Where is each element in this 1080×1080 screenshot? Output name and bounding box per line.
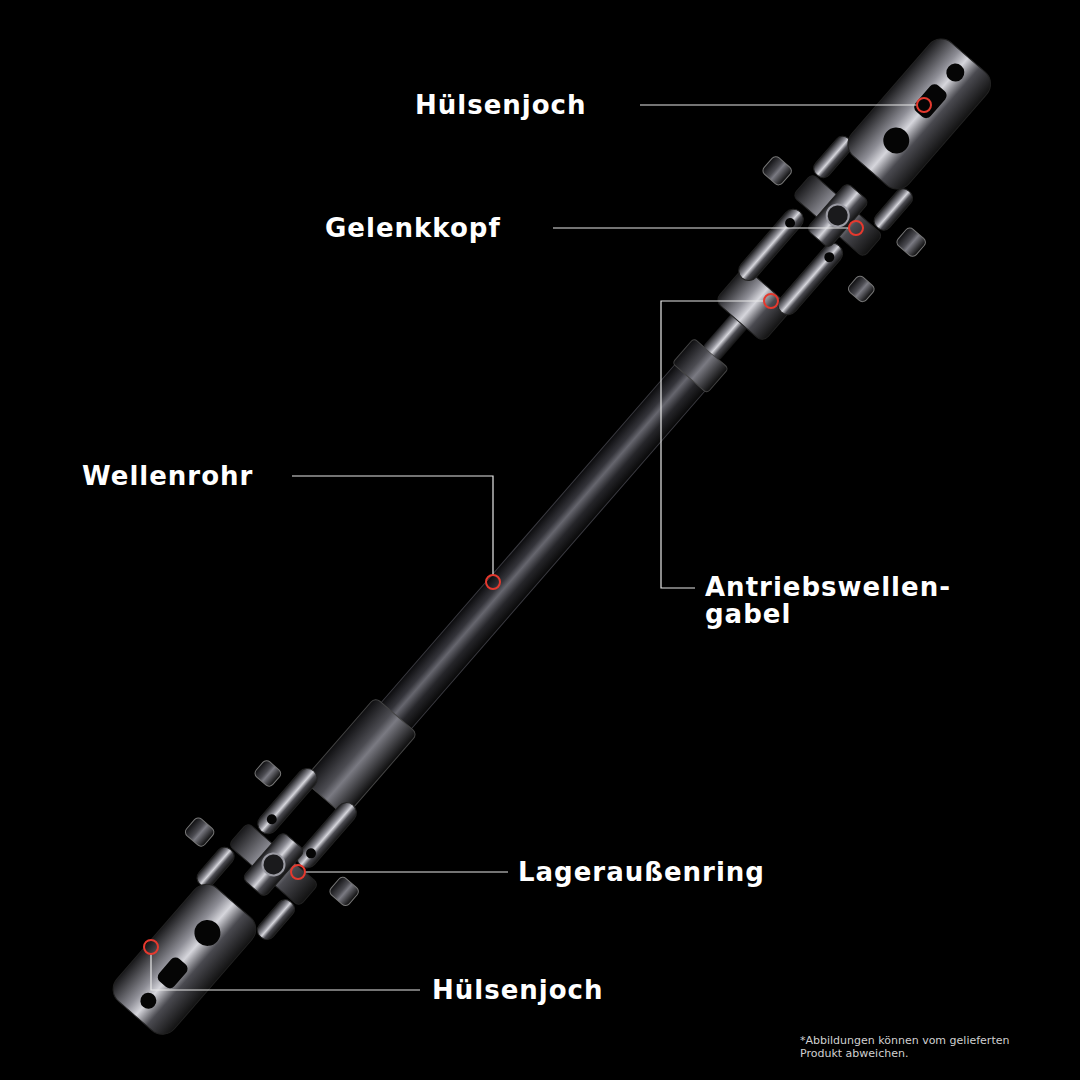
- shaft: [72, 2, 1037, 1075]
- leader-line: [292, 476, 493, 575]
- marker-circle: [486, 575, 500, 589]
- fork-hole: [304, 846, 318, 860]
- part-label: Wellenrohr: [82, 460, 253, 492]
- fork-hole: [265, 812, 279, 826]
- leader-line: [151, 954, 420, 990]
- yoke-bore: [189, 915, 226, 952]
- yoke-bore: [137, 990, 160, 1013]
- bearing-cap: [253, 759, 283, 789]
- yoke-prong: [871, 185, 916, 233]
- yoke-prong: [194, 844, 238, 891]
- sleeve-yoke: [841, 33, 997, 196]
- yoke-slot: [155, 955, 190, 991]
- marker-circle: [764, 294, 778, 308]
- bearing-cap: [761, 155, 794, 187]
- yoke-prong: [254, 896, 298, 943]
- marker-circle: [849, 221, 863, 235]
- part-label: Antriebswellen- gabel: [705, 574, 951, 628]
- bearing-cap: [895, 226, 928, 258]
- footnote: *Abbildungen können vom gelieferten Prod…: [800, 1034, 1015, 1060]
- spider: [228, 822, 319, 906]
- bearing-cap: [183, 816, 216, 848]
- leader-lines: [151, 105, 917, 990]
- part-label: Hülsenjoch: [415, 89, 587, 121]
- leader-line: [305, 871, 508, 872]
- part-label: Hülsenjoch: [432, 974, 604, 1006]
- fork-prong: [735, 205, 808, 285]
- sleeve-yoke: [107, 878, 263, 1041]
- outer-sleeve: [303, 697, 417, 817]
- yoke-bore: [878, 122, 915, 159]
- leader-line: [640, 104, 917, 105]
- bearing-cap: [328, 875, 361, 907]
- marker-circle: [917, 98, 931, 112]
- marker-circle: [144, 940, 158, 954]
- fork-hole: [822, 250, 836, 264]
- part-label: Gelenkkopf: [325, 212, 501, 244]
- leader-line: [661, 301, 764, 588]
- fork-prong: [774, 239, 847, 319]
- yoke-slot: [912, 82, 949, 121]
- spider: [792, 173, 883, 257]
- spider: [242, 831, 305, 897]
- fork-prong: [293, 798, 361, 871]
- marker-circle: [291, 865, 305, 879]
- leader-line: [553, 227, 849, 228]
- bearing-cap: [846, 274, 876, 304]
- spider: [806, 182, 869, 248]
- marker-circles: [144, 98, 931, 954]
- spider-center: [258, 849, 289, 880]
- yoke-bore: [943, 60, 968, 85]
- part-label: Lageraußenring: [518, 856, 765, 888]
